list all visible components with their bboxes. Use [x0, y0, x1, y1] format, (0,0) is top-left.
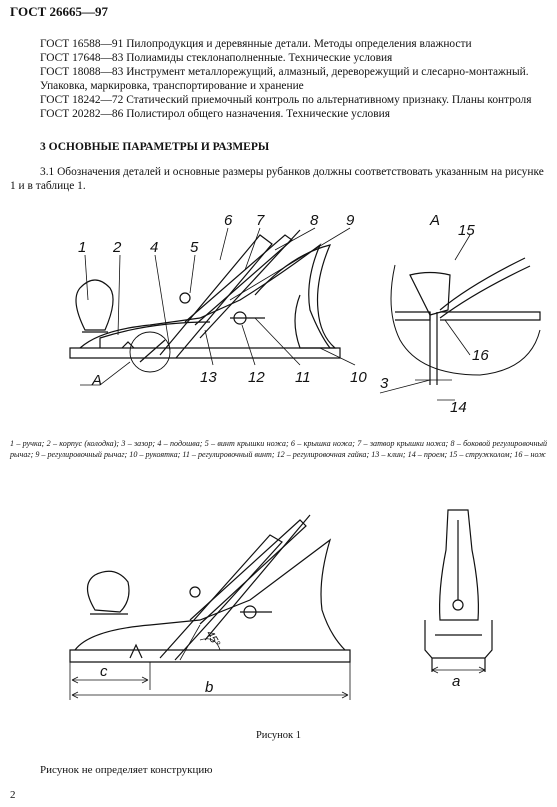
label-8: 8 — [310, 212, 319, 229]
plane-body-dim — [74, 538, 346, 651]
cap-screw — [179, 292, 191, 304]
document-header: ГОСТ 26665—97 — [10, 4, 109, 19]
blade-edge — [139, 339, 166, 363]
plane-side-view-figure: 1 2 4 5 6 7 8 9 A 13 12 11 10 A 15 16 3 … — [69, 212, 541, 416]
plane-sole-dim — [69, 649, 351, 663]
label-12: 12 — [248, 369, 265, 386]
label-6: 6 — [224, 212, 233, 229]
detail-circle-a — [129, 331, 171, 373]
standard-entry: ГОСТ 18242—72 Статический приемочный кон… — [40, 94, 532, 106]
label-11: 11 — [295, 369, 311, 386]
label-1: 1 — [78, 239, 86, 256]
plane-front-view: a — [424, 509, 493, 690]
page-number: 2 — [10, 789, 16, 801]
angle-label: 45° — [203, 629, 222, 650]
adjust-lever — [199, 229, 301, 339]
standard-entry: ГОСТ 16588—91 Пилопродукция и деревянные… — [40, 38, 472, 50]
section-title: 3 ОСНОВНЫЕ ПАРАМЕТРЫ И РАЗМЕРЫ — [40, 141, 270, 153]
label-10: 10 — [350, 369, 367, 386]
lever-cap — [184, 234, 293, 326]
figure-caption: Рисунок 1 — [255, 730, 302, 741]
label-5: 5 — [190, 239, 199, 256]
plane-sole — [69, 347, 341, 359]
label-2: 2 — [112, 239, 122, 256]
label-a: A — [91, 372, 102, 389]
plane-body-inner — [99, 321, 211, 348]
standard-entry: ГОСТ 20282—86 Полистирол общего назначен… — [40, 108, 390, 120]
label-3: 3 — [380, 375, 389, 392]
dim-a-label: a — [452, 673, 460, 690]
label-9: 9 — [346, 212, 355, 229]
label-15: 15 — [458, 222, 475, 239]
standard-entry: ГОСТ 18088—83 Инструмент металлорежущий,… — [40, 66, 529, 92]
detail-a-view: A 15 16 3 14 — [379, 212, 541, 416]
front-knob-dim — [86, 570, 130, 613]
label-16: 16 — [472, 347, 489, 364]
reference-standards-list: ГОСТ 16588—91 Пилопродукция и деревянные… — [10, 37, 547, 121]
dim-b-label: b — [205, 679, 213, 696]
dim-c-label: c — [100, 663, 108, 680]
standard-entry: ГОСТ 17648—83 Полиамиды стеклонаполненны… — [40, 52, 393, 64]
label-13: 13 — [200, 369, 217, 386]
front-knob — [75, 279, 114, 331]
blade-iron — [159, 234, 273, 359]
frog-tab — [121, 341, 135, 349]
detail-a-title: A — [429, 212, 440, 229]
figure-note: Рисунок не определяет конструкцию — [40, 764, 213, 776]
rear-tote — [254, 244, 337, 349]
label-4: 4 — [150, 239, 158, 256]
figure-legend: 1 – ручка; 2 – корпус (колодка); 3 – заз… — [10, 439, 547, 459]
plane-dimensions-figure: c b 45° a — [69, 509, 493, 700]
label-7: 7 — [256, 212, 265, 229]
label-14: 14 — [450, 399, 467, 416]
section-paragraph: 3.1 Обозначения деталей и основные разме… — [10, 166, 544, 192]
